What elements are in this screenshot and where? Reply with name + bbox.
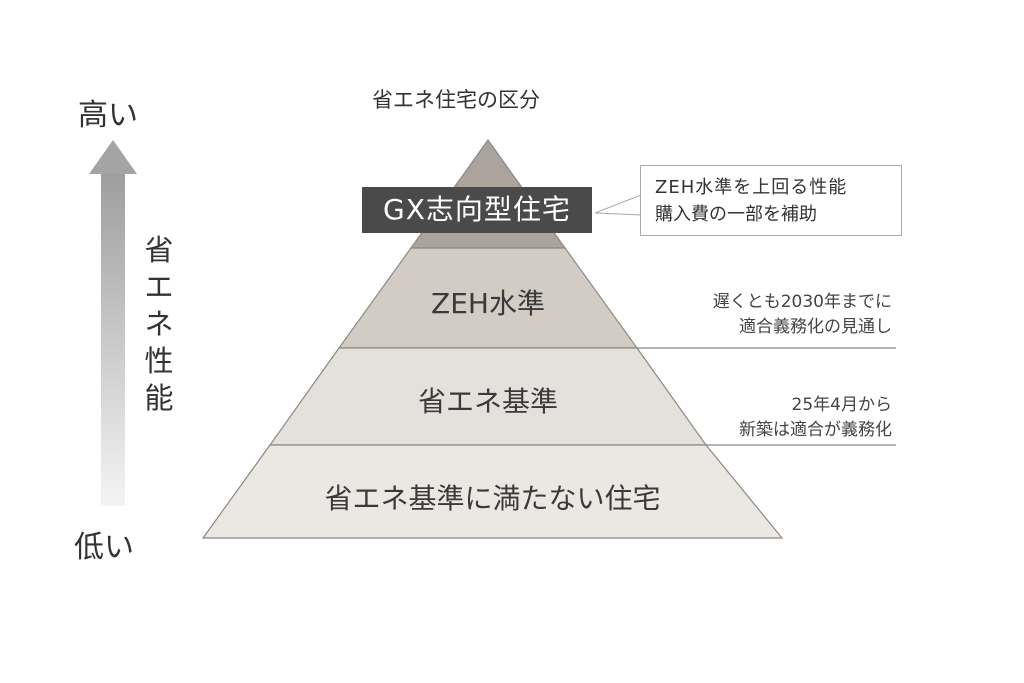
gx-note-line: ZEH水準を上回る性能 xyxy=(655,177,848,198)
callout-pointer xyxy=(594,194,642,216)
standard-note-line: 新築は適合が義務化 xyxy=(739,420,892,440)
zeh-note-line: 遅くとも2030年までに xyxy=(712,292,892,312)
zeh-note: 遅くとも2030年までに 適合義務化の見通し xyxy=(713,290,892,340)
arrow-head xyxy=(89,140,137,174)
axis-label: 省エネ性能 xyxy=(144,233,174,415)
gx-note-line: 購入費の一部を補助 xyxy=(655,204,817,225)
diagram-title: 省エネ住宅の区分 xyxy=(372,88,540,112)
axis-high-label: 高い xyxy=(78,98,138,133)
gx-callout: ZEH水準を上回る性能 購入費の一部を補助 xyxy=(640,165,902,236)
pyramid-below xyxy=(201,444,784,539)
layer-below-label: 省エネ基準に満たない住宅 xyxy=(324,482,661,515)
layer-zeh-label: ZEH水準 xyxy=(431,287,545,320)
axis-low-label: 低い xyxy=(74,530,134,565)
zeh-note-line: 適合義務化の見通し xyxy=(739,317,892,337)
standard-note-line: 25年4月から xyxy=(791,395,892,415)
layer-standard-label: 省エネ基準 xyxy=(417,385,558,418)
gx-label-box: GX志向型住宅 xyxy=(362,187,592,233)
performance-arrow xyxy=(89,140,137,506)
standard-note: 25年4月から 新築は適合が義務化 xyxy=(739,393,892,443)
arrow-shaft xyxy=(101,174,125,506)
